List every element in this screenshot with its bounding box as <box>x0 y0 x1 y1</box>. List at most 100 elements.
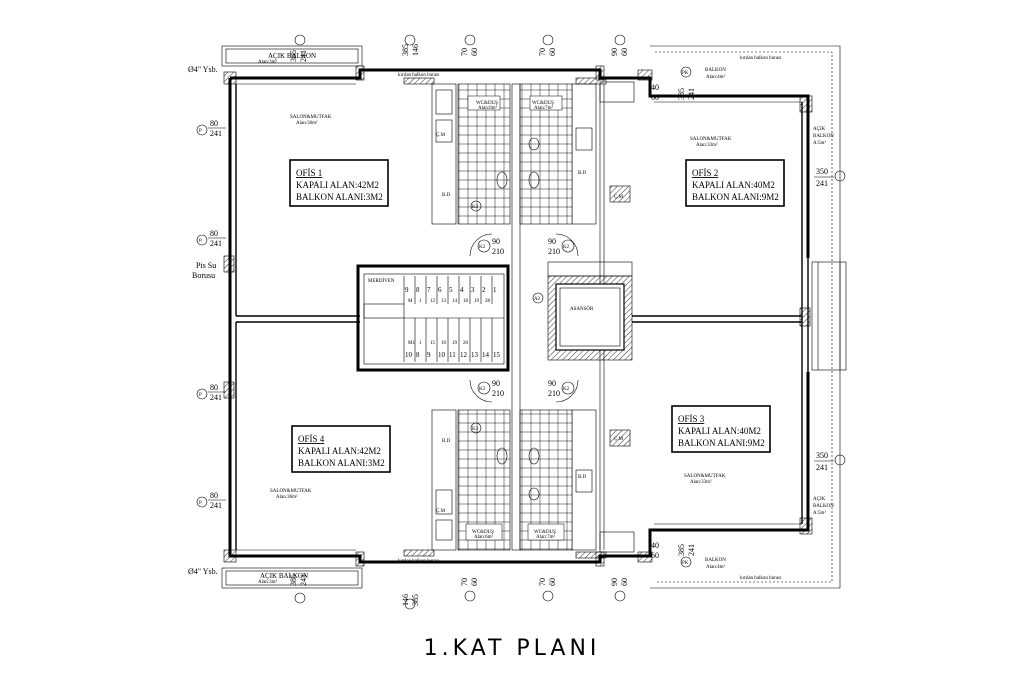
dimension-label: 70 <box>460 48 469 56</box>
stair-number: 2 <box>482 286 486 294</box>
svg-text:Ç.M: Ç.M <box>436 133 446 138</box>
section-marker <box>464 34 476 46</box>
section-marker <box>542 590 554 602</box>
svg-text:OFİS 1: OFİS 1 <box>296 168 322 178</box>
svg-text:BALKON: BALKON <box>813 134 834 139</box>
stair-number: 15 <box>493 351 501 359</box>
section-marker <box>614 34 626 46</box>
dimension-label: 385 <box>289 574 298 586</box>
dimension-label: 60 <box>620 578 629 586</box>
dimension-label: 241 <box>210 239 222 248</box>
stair-number: 28 <box>485 299 491 304</box>
balcony-right: kırılan balkon burası kırılan balkon bur… <box>650 45 847 589</box>
svg-text:Alan:33m²: Alan:33m² <box>690 479 712 485</box>
svg-text:SALON&MUTFAK: SALON&MUTFAK <box>690 137 732 142</box>
svg-text:350: 350 <box>816 451 828 460</box>
dimension-label: 80 <box>210 491 218 500</box>
stair-number: 14 <box>452 299 458 304</box>
svg-text:Alan:3m²: Alan:3m² <box>258 59 277 65</box>
svg-text:OFİS 4: OFİS 4 <box>298 434 325 444</box>
stair-number: 1 <box>419 299 422 304</box>
svg-text:210: 210 <box>548 389 560 398</box>
stair-number: 10 <box>405 351 413 359</box>
section-marker-label: P <box>199 393 202 398</box>
svg-text:K2: K2 <box>479 245 486 250</box>
svg-text:OFİS 2: OFİS 2 <box>692 168 718 178</box>
section-marker <box>196 234 208 246</box>
stair-number: M <box>408 299 413 304</box>
svg-text:60: 60 <box>651 93 659 102</box>
svg-text:BALKON ALANI:9M2: BALKON ALANI:9M2 <box>678 438 765 448</box>
stair-number: 14 <box>482 351 490 359</box>
section-marker <box>196 124 208 136</box>
dimension-label: 385 <box>289 50 298 62</box>
stair-number: 20 <box>463 341 469 346</box>
svg-text:Alan:7m²: Alan:7m² <box>534 105 553 111</box>
stair-number: 12 <box>430 299 436 304</box>
stair-number: 9 <box>405 286 409 294</box>
dimension-label: 241 <box>299 574 308 586</box>
svg-text:B.D: B.D <box>442 193 451 198</box>
section-marker <box>196 388 208 400</box>
svg-text:SALON&MUTFAK: SALON&MUTFAK <box>684 474 726 479</box>
stair-number: 10 <box>438 351 446 359</box>
dimension-label: 146 <box>401 594 410 606</box>
svg-text:241: 241 <box>816 463 828 472</box>
svg-text:OFİS 3: OFİS 3 <box>678 414 705 424</box>
svg-text:BALKON: BALKON <box>705 68 726 73</box>
wc-blocks: WC&DUŞ Alan:6m² WC&DUŞ Alan:7m² WC&DUŞ A… <box>457 83 573 551</box>
balcony-top-left: AÇIK BALKON Alan:3m² <box>221 45 363 67</box>
svg-text:K2: K2 <box>563 245 570 250</box>
svg-text:Alan:36m²: Alan:36m² <box>276 494 298 500</box>
dimension-label: 80 <box>210 229 218 238</box>
merdiven-label: MERDİVEN <box>368 278 395 284</box>
svg-text:40: 40 <box>651 541 659 550</box>
dimension-label: 241 <box>687 88 696 100</box>
svg-text:Alan:36m²: Alan:36m² <box>296 120 318 126</box>
svg-text:KAPALI ALAN:42M2: KAPALI ALAN:42M2 <box>296 180 379 190</box>
right-annotations: 350 241 350 241 40 60 40 60 PK PK <box>651 66 846 568</box>
svg-text:AÇIK: AÇIK <box>813 497 826 502</box>
svg-text:Alan:6m²: Alan:6m² <box>478 105 497 111</box>
stair-number: 5 <box>449 286 453 294</box>
stair-number: M1 <box>408 341 415 346</box>
dimension-label: 70 <box>538 578 547 586</box>
svg-text:K3: K3 <box>472 205 479 210</box>
door-tags: K2 K2 K2 K2 K3 K3 A2 <box>470 200 575 434</box>
stair-number: 8 <box>416 286 420 294</box>
svg-text:KAPALI ALAN:40M2: KAPALI ALAN:40M2 <box>678 426 761 436</box>
svg-text:90: 90 <box>548 379 556 388</box>
svg-text:BALKON: BALKON <box>705 558 726 563</box>
balcony-bottom-left: AÇIK BALKON Alan:3m² <box>221 567 363 589</box>
section-marker <box>404 34 416 46</box>
svg-text:350: 350 <box>816 167 828 176</box>
svg-text:K2: K2 <box>479 387 486 392</box>
svg-text:40: 40 <box>651 83 659 92</box>
section-marker <box>614 590 626 602</box>
svg-text:A:5m²: A:5m² <box>813 140 826 146</box>
stair-number: 8 <box>416 351 420 359</box>
stair-number: 15 <box>430 341 436 346</box>
svg-text:kırılan balkon burası: kırılan balkon burası <box>740 576 782 581</box>
columns <box>223 65 813 567</box>
stair-number: 4 <box>460 286 464 294</box>
svg-text:210: 210 <box>492 389 504 398</box>
svg-text:60: 60 <box>651 551 659 560</box>
acik-balkon-label: AÇIK BALKON <box>268 52 316 60</box>
section-marker <box>294 592 306 604</box>
stair-number: 19 <box>474 299 480 304</box>
ysb-label-top: Ø4" Ysb. <box>188 65 218 74</box>
office-box-1: OFİS 1 KAPALI ALAN:42M2 BALKON ALANI:3M2 <box>289 159 389 207</box>
dimension-label: 385 <box>677 88 686 100</box>
dimension-label: 241 <box>299 50 308 62</box>
svg-text:KAPALI ALAN:42M2: KAPALI ALAN:42M2 <box>298 446 381 456</box>
plan-title: 1.KAT PLANI <box>423 636 601 661</box>
svg-text:A:5m²: A:5m² <box>813 510 826 516</box>
stair-number: 13 <box>471 351 479 359</box>
svg-text:BALKON ALANI:9M2: BALKON ALANI:9M2 <box>692 192 779 202</box>
stair-number: 18 <box>463 299 469 304</box>
dimension-label: 241 <box>210 129 222 138</box>
svg-text:B.D: B.D <box>578 171 587 176</box>
